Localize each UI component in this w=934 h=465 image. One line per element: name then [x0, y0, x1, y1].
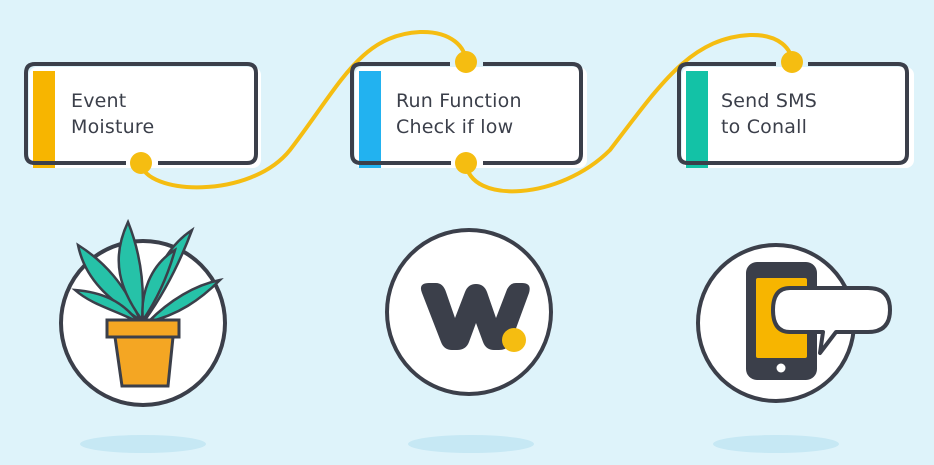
- connector-line: [139, 29, 794, 194]
- connector-dot: [130, 152, 152, 174]
- connector-dot: [781, 51, 803, 73]
- step-label-event: Event Moisture: [71, 88, 154, 140]
- shadow: [408, 435, 534, 453]
- step-label-line2: Check if low: [396, 116, 514, 138]
- shadow: [713, 435, 839, 453]
- step-label-line1: Event: [71, 90, 127, 112]
- phone-message-icon: [696, 243, 892, 403]
- step-card-function: [350, 51, 587, 174]
- plant-icon: [59, 218, 227, 407]
- connector-dot: [455, 152, 477, 174]
- step-card-event: [24, 62, 261, 174]
- shadow: [80, 435, 206, 453]
- w-logo-icon: [385, 228, 553, 396]
- step-label-line2: Moisture: [71, 116, 155, 138]
- step-label-function: Run Function Check if low: [396, 88, 522, 140]
- step-label-line2: to Conall: [721, 116, 808, 138]
- step-label-sms: Send SMS to Conall: [721, 88, 817, 140]
- step-label-line1: Send SMS: [721, 90, 818, 112]
- step-card-sms: [677, 51, 914, 168]
- step-label-line1: Run Function: [396, 90, 522, 112]
- connector-dot: [455, 51, 477, 73]
